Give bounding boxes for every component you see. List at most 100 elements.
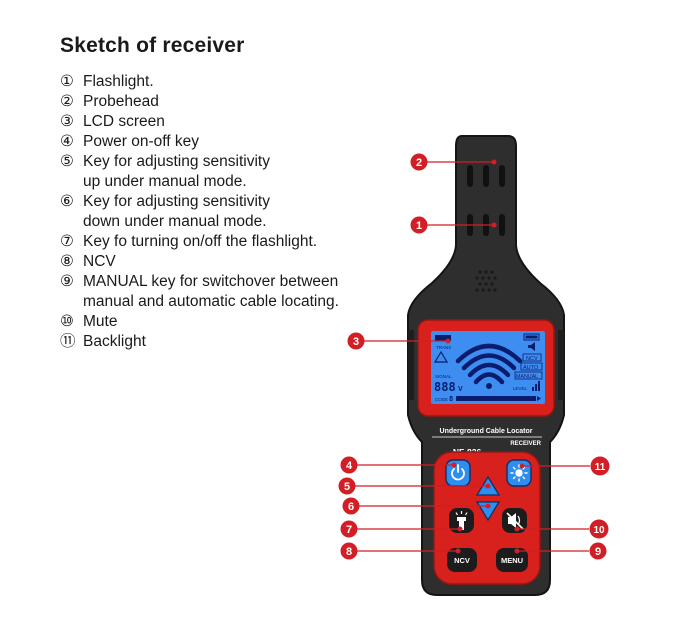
signal-dot <box>486 383 492 389</box>
legend-text: NCV <box>83 253 116 270</box>
svg-text:9: 9 <box>595 546 601 558</box>
probe-vent <box>483 165 489 187</box>
lcd-voltage-unit: V <box>458 386 463 393</box>
legend-number: ⑪ <box>60 333 76 350</box>
legend-item-flashlight: ① Flashlight. <box>60 72 400 92</box>
legend-text: MANUAL key for switchover between manual… <box>83 273 339 310</box>
warning-icon <box>433 350 449 363</box>
callout-dots <box>445 159 525 554</box>
callout-badge-2: 2 <box>410 153 428 171</box>
power-key[interactable] <box>445 459 471 487</box>
level-bars-icon <box>532 381 540 391</box>
svg-text:6: 6 <box>348 501 354 513</box>
legend-number: ⑦ <box>60 233 74 250</box>
lcd-trans-label: TRANS <box>436 345 451 350</box>
legend-number: ③ <box>60 113 74 130</box>
legend-text: Key for adjusting sensitivity up under m… <box>83 153 270 190</box>
svg-text:7: 7 <box>346 524 352 536</box>
legend-text: Probehead <box>83 93 159 110</box>
probe-vent <box>499 165 505 187</box>
callout-leader-lines <box>355 161 590 552</box>
lcd-tag-ncv: NCV <box>526 356 538 362</box>
legend-number: ⑩ <box>60 313 74 330</box>
callout-badge-11: 11 <box>590 456 610 476</box>
callout-badge-4: 4 <box>340 456 358 474</box>
callout-badge-3: 3 <box>347 332 365 350</box>
lcd-tag-manual: MANUAL <box>516 374 538 380</box>
legend-number: ④ <box>60 133 74 150</box>
legend-item-sensitivity-up: ⑤ Key for adjusting sensitivity up under … <box>60 152 400 192</box>
legend-number: ⑤ <box>60 153 74 170</box>
svg-text:11: 11 <box>595 462 606 473</box>
legend-text: Key for adjusting sensitivity down under… <box>83 193 270 230</box>
legend-item-manual-key: ⑨ MANUAL key for switchover between manua… <box>60 272 400 312</box>
speaker-icon <box>528 342 535 351</box>
power-icon <box>451 464 465 481</box>
brand-line: Underground Cable Locator <box>440 428 533 435</box>
lcd-tag-auto-box <box>520 362 543 371</box>
callout-badge-1: 1 <box>410 216 428 234</box>
svg-text:3: 3 <box>353 336 359 348</box>
ncv-key-label: NCV <box>454 556 470 565</box>
legend-item-sensitivity-down: ⑥ Key for adjusting sensitivity down unde… <box>60 192 400 232</box>
legend-item-flashlight-key: ⑦ Key fo turning on/off the flashlight. <box>60 232 400 252</box>
legend-list: ① Flashlight. ② Probehead ③ LCD screen ④ Pow… <box>60 72 400 352</box>
callout-badge-9: 9 <box>589 542 607 560</box>
legend-text: Flashlight. <box>83 73 154 90</box>
svg-text:5: 5 <box>344 481 350 493</box>
probe-vent <box>467 165 473 187</box>
left-grip <box>408 330 414 400</box>
legend-text: Power on-off key <box>83 133 200 150</box>
callout-badge-5: 5 <box>338 477 356 495</box>
lcd-signal-label: SIGNAL <box>435 374 452 379</box>
svg-text:8: 8 <box>346 546 352 558</box>
legend-text: Key fo turning on/off the flashlight. <box>83 233 318 250</box>
legend-number: ① <box>60 73 74 90</box>
legend-item-lcd-screen: ③ LCD screen <box>60 112 400 132</box>
speaker-grille <box>475 270 497 292</box>
callout-badge-6: 6 <box>342 497 360 515</box>
legend-number: ⑧ <box>60 253 74 270</box>
callout-badge-8: 8 <box>340 542 358 560</box>
legend-number: ⑥ <box>60 193 74 210</box>
lcd-trans-indicator <box>435 335 451 341</box>
lcd-progress-arrow <box>537 396 541 401</box>
callout-badge-7: 7 <box>340 520 358 538</box>
lcd-screen <box>431 331 545 404</box>
ncv-key[interactable]: NCV <box>447 548 477 572</box>
svg-text:1: 1 <box>416 220 422 232</box>
lcd-tag-auto: AUTO <box>523 365 539 371</box>
svg-text:10: 10 <box>593 525 605 536</box>
lcd-code-value: 8 <box>449 395 453 403</box>
callout-badge-10: 10 <box>589 519 609 539</box>
lcd-voltage-value: 888 <box>434 380 456 394</box>
lcd-content: TRANS NCV AUTO MANUAL LEVEL SIGNAL 888 V… <box>433 333 543 403</box>
battery-fill <box>525 335 538 339</box>
flashlight-key[interactable] <box>449 508 474 533</box>
legend-item-backlight: ⑪ Backlight <box>60 332 400 352</box>
flashlight-icon <box>455 511 468 530</box>
mute-icon <box>506 512 524 530</box>
battery-icon <box>523 333 540 341</box>
legend-number: ⑨ <box>60 273 74 290</box>
right-grip <box>558 330 564 400</box>
menu-key[interactable]: MENU <box>496 548 528 572</box>
lcd-code-label: CODE <box>435 397 448 402</box>
mute-key[interactable] <box>502 508 527 533</box>
flashlight-vent <box>499 214 505 236</box>
legend-text: LCD screen <box>83 113 165 130</box>
svg-text:4: 4 <box>346 460 353 472</box>
svg-text:2: 2 <box>416 157 422 169</box>
page-title: Sketch of receiver <box>60 34 245 57</box>
legend-number: ② <box>60 93 74 110</box>
lcd-progress-bar <box>456 396 536 401</box>
lcd-tag-manual-box <box>514 371 543 380</box>
backlight-key[interactable] <box>506 459 532 487</box>
menu-key-label: MENU <box>501 556 523 565</box>
legend-item-ncv: ⑧ NCV <box>60 252 400 272</box>
legend-text: Backlight <box>83 333 146 350</box>
sun-icon <box>510 464 528 482</box>
legend-item-power-key: ④ Power on-off key <box>60 132 400 152</box>
signal-arcs-icon <box>455 343 523 385</box>
